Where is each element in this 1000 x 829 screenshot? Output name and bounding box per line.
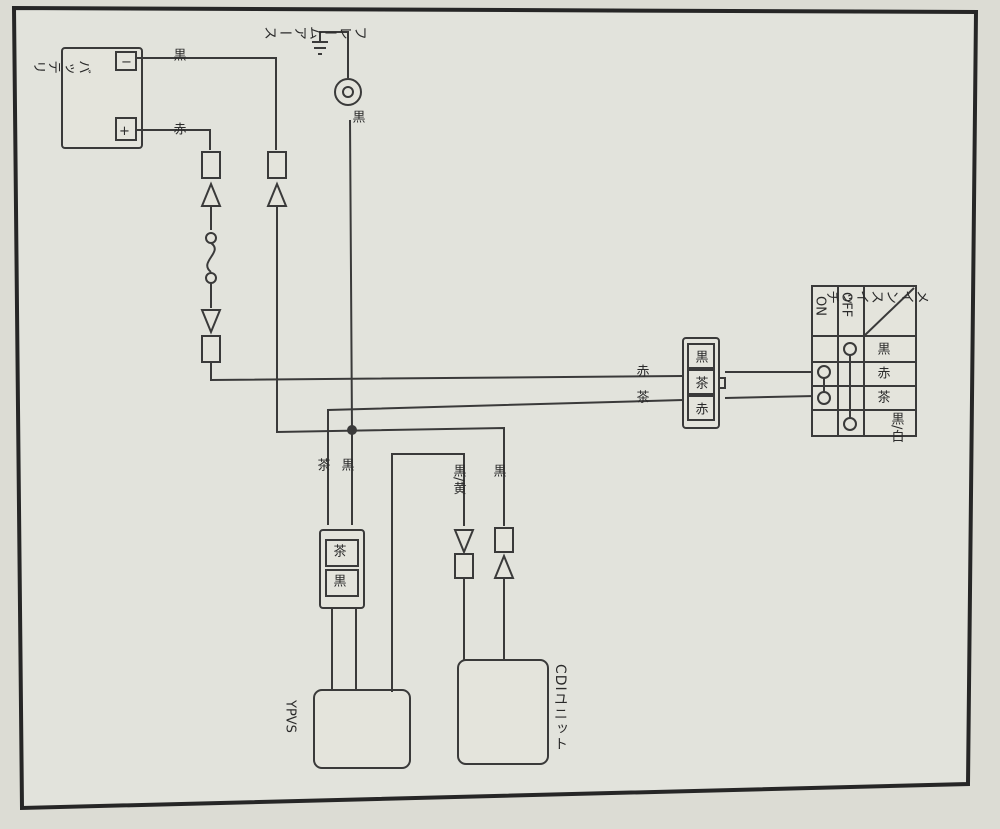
main-connector-pin-1: 黒 (693, 350, 709, 364)
frame-earth-wire-label: 黒 (350, 110, 366, 124)
battery-plus: + (119, 124, 130, 139)
switch-state-off: OFF (839, 292, 854, 317)
battery-minus: − (121, 55, 132, 70)
brown-wire (327, 399, 684, 525)
switch-wire-black: 黒 (875, 342, 891, 356)
ypvs-connector-pin-2: 黒 (331, 574, 347, 588)
battery-label: バッテリ (32, 58, 92, 74)
switch-wire-brown: 茶 (875, 389, 891, 403)
cdi-unit: CDIユニット (457, 659, 568, 765)
ypvs-connector: 茶 黒 茶 黒 (315, 457, 365, 692)
ypvs-wire-black: 黒 (339, 458, 355, 472)
main-connector-pin-2: 茶 (693, 375, 709, 389)
black-line (266, 151, 505, 526)
main-connector-wire-red: 赤 (634, 364, 650, 377)
switch-state-on: ON (813, 296, 828, 316)
cdi-label: CDIユニット (552, 664, 568, 752)
battery-plus-wire (136, 129, 211, 150)
main-connector: 黒 茶 赤 赤 茶 (634, 337, 816, 429)
ypvs-label: YPVS (283, 699, 298, 733)
main-connector-wire-brown: 茶 (634, 389, 650, 403)
cdi-wire-black: 黒 (491, 464, 507, 478)
fuse-line (200, 151, 684, 382)
cdi-connectors: 黒/黄 黒 (451, 464, 515, 662)
frame-earth-label: フレームアース (263, 24, 368, 40)
battery-minus-wire-label: 黒 (171, 48, 187, 62)
frame-earth: フレームアース 黒 (263, 24, 368, 525)
ypvs-wire-brown: 茶 (315, 457, 331, 471)
battery-plus-wire-label: 赤 (171, 122, 187, 135)
switch-wire-black-white: 黒/白 (889, 412, 905, 443)
ypvs-connector-pin-1: 茶 (331, 543, 347, 557)
main-switch-label: メインスイッチ (825, 288, 930, 304)
junction-dot (347, 425, 357, 435)
battery-minus-wire (136, 57, 277, 150)
fuse-icon (206, 242, 216, 273)
ypvs-unit: YPVS (283, 453, 465, 769)
switch-wire-red: 赤 (875, 366, 891, 379)
page-frame (11, 5, 979, 811)
cdi-wire-black-yellow: 黒/黄 (451, 464, 467, 495)
main-switch: OFF ON 黒 赤 茶 黒/白 メインスイッチ (811, 285, 930, 443)
main-connector-pin-3: 赤 (693, 402, 709, 415)
